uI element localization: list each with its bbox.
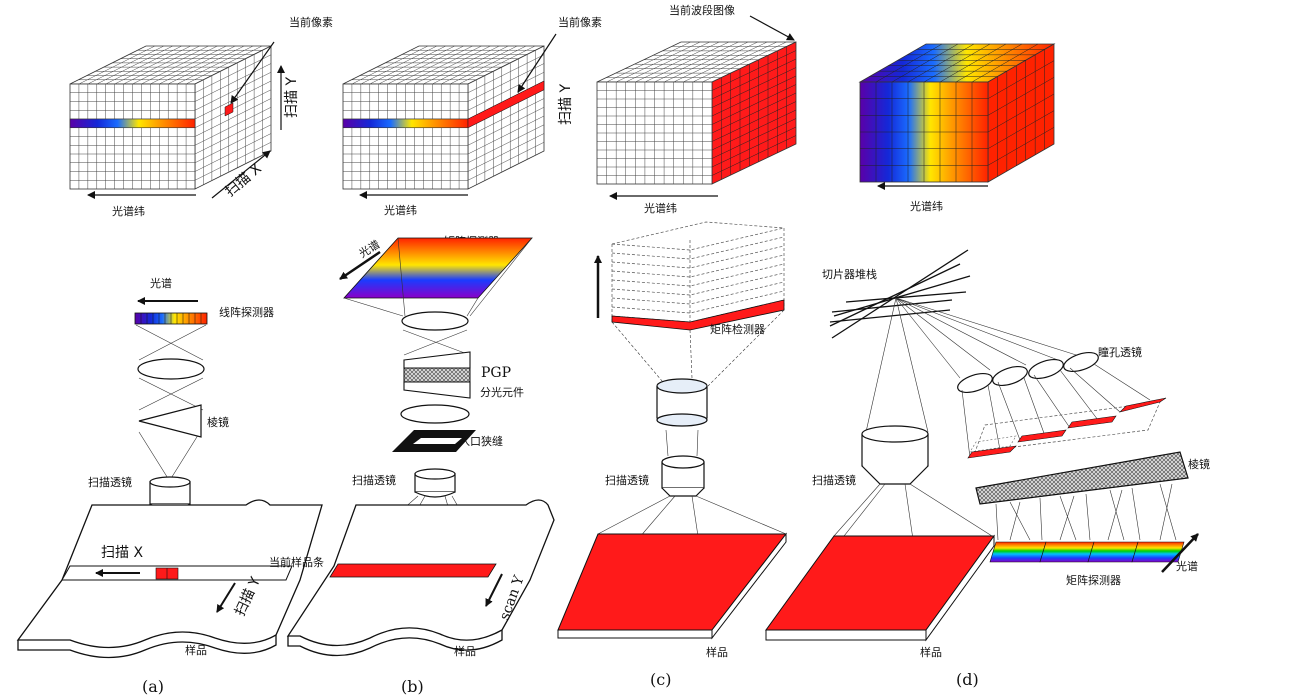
caption-d: (d) [956, 670, 979, 689]
current-pixel-a [224, 102, 234, 117]
label-line-detector: 线阵探测器 [219, 305, 274, 319]
label-scan-lens-b: 扫描透镜 [352, 473, 396, 487]
sample-sheet-a [16, 499, 323, 659]
label-spectral-b: 光谱纬 [384, 203, 417, 217]
prism-d [975, 451, 1189, 505]
objective-c [656, 378, 708, 427]
label-current-pixel-a: 当前像素 [289, 15, 333, 29]
label-spectral-a: 光谱纬 [112, 204, 145, 218]
arrow-current-band [749, 15, 795, 41]
label-matrix-detector-c: 矩阵检测器 [710, 322, 765, 336]
lens-b-2 [400, 404, 470, 424]
arrow-spectrum-b [339, 250, 381, 281]
label-prism-a: 棱镜 [207, 415, 229, 429]
panel-b-optics: 矩阵探测器 光谱 PGP 分光元件 入口狭缝 扫描透镜 [269, 234, 555, 696]
lens-b-1 [401, 311, 469, 331]
prism-a [138, 404, 202, 438]
image-slices [967, 397, 1167, 459]
label-current-strip: 当前样品条 [269, 555, 324, 569]
label-current-pixel-b: 当前像素 [558, 15, 602, 29]
sample-plate-c [557, 532, 788, 640]
label-sample-c: 样品 [706, 645, 728, 659]
label-spectral-d: 光谱纬 [910, 199, 943, 213]
pgp-element [403, 351, 471, 399]
dashed-stack-c [611, 221, 785, 331]
cube-d [858, 43, 1056, 183]
scan-lens-c [661, 455, 705, 497]
label-entrance-slit: 入口狭缝 [459, 434, 503, 448]
label-spectrum-d: 光谱 [1176, 559, 1198, 573]
spectrum-row-b [342, 118, 469, 129]
cube-b [342, 45, 545, 190]
label-scan-lens-a: 扫描透镜 [88, 475, 132, 489]
entrance-slit [392, 430, 476, 452]
data-cubes [69, 41, 1056, 190]
caption-b: (b) [401, 677, 424, 696]
arrow-scan-x-a [211, 150, 271, 199]
line-detector [134, 312, 208, 325]
matrix-detector-d [989, 541, 1185, 563]
lens-a [137, 358, 205, 380]
label-scan-x-a: 扫描 X [101, 545, 143, 561]
spectrum-row-a [69, 118, 196, 129]
scan-lens-a [149, 476, 191, 510]
label-sample-b: 样品 [454, 644, 476, 658]
label-sample-d: 样品 [920, 645, 942, 659]
arrow-spectrum-d [1161, 533, 1199, 573]
label-spectral-c: 光谱纬 [644, 201, 677, 215]
sample-plate-d [765, 534, 995, 642]
panel-a-optics: 光谱 线阵探测器 棱镜 扫描透镜 扫描 X 扫描 Y 样品 [16, 276, 323, 696]
label-splitter: 分光元件 [480, 385, 524, 399]
label-spectrum-b: 光谱 [356, 237, 382, 261]
caption-a: (a) [142, 677, 164, 696]
label-pgp: PGP [481, 365, 511, 381]
arrow-current-pixel-a [230, 41, 275, 104]
label-matrix-detector-d: 矩阵探测器 [1066, 573, 1121, 587]
label-scan-y-top-a: 扫描 Y [284, 77, 300, 118]
panel-d-optics: 切片器堆栈 瞳孔透镜 棱镜 [765, 249, 1210, 689]
label-scan-y-top-b: 扫描 Y [558, 84, 574, 125]
label-slicer-stack: 切片器堆栈 [822, 267, 877, 281]
objective-d [861, 425, 929, 485]
label-prism-d: 棱镜 [1188, 457, 1210, 471]
scan-lens-b [414, 468, 456, 498]
panel-c-optics: 矩阵检测器 扫描透镜 样品 (c) [557, 221, 788, 689]
label-sample-a: 样品 [185, 643, 207, 657]
cube-a [69, 45, 272, 190]
label-spectrum-a: 光谱 [150, 276, 172, 290]
label-scan-lens-c: 扫描透镜 [605, 473, 649, 487]
caption-c: (c) [650, 670, 671, 689]
label-pupil-lens: 瞳孔透镜 [1098, 345, 1142, 359]
label-scan-lens-d: 扫描透镜 [812, 473, 856, 487]
arrow-current-pixel-b [517, 33, 557, 93]
label-current-band-image: 当前波段图像 [669, 3, 735, 17]
sample-sheet-b [286, 499, 555, 657]
pupil-lenses [957, 351, 1099, 394]
cube-c [596, 41, 797, 185]
arrow-scan-y-bottom-a [216, 582, 236, 613]
slicer-stack [829, 249, 971, 339]
arrow-scan-y-bottom-b [485, 573, 503, 607]
